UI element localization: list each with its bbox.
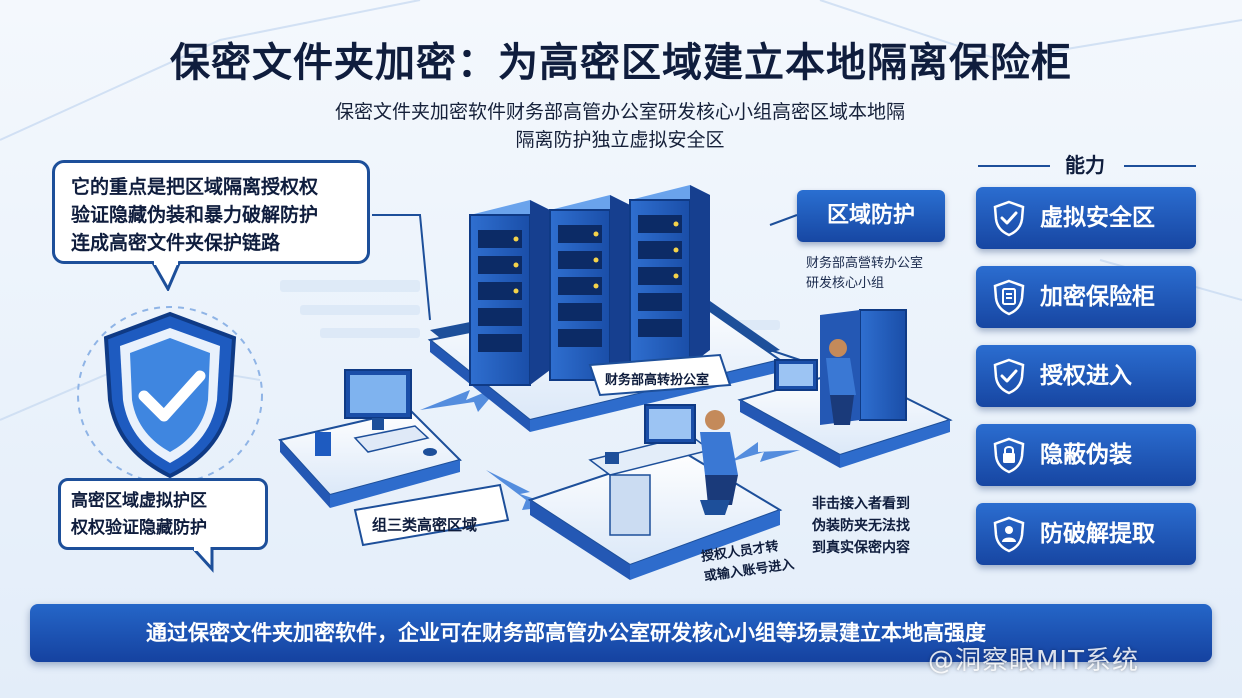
- group-platform-label: 组三类高密区域: [372, 516, 477, 534]
- shield-check-icon: [77, 306, 263, 484]
- group-platform-label-box: 组三类高密区域: [353, 483, 510, 547]
- server-platform-label: 财务部高转扮公室: [605, 372, 709, 388]
- bottom-banner: 通过保密文件夹加密软件，企业可在财务部高管办公室研发核心小组等场景建立本地高强度: [30, 604, 1212, 662]
- capability-label: 授权进入: [1040, 363, 1132, 389]
- server-racks: [469, 185, 710, 386]
- server-platform-label-box: 财务部高转扮公室: [588, 353, 732, 397]
- capabilities-line-left: [978, 165, 1050, 167]
- shield-check-icon: [993, 200, 1025, 237]
- zone-protection-tag: 区域防护: [797, 190, 945, 242]
- capability-virtual-safe-zone: 虚拟安全区: [976, 187, 1196, 249]
- subtitle: 保密文件夹加密软件财务部高管办公室研发核心小组高密区域本地隔 隔离防护独立虚拟安…: [290, 98, 950, 154]
- capability-encrypted-vault: 加密保险柜: [976, 266, 1196, 328]
- left-callout: 高密区域虚拟护区 权权验证隐藏防护: [58, 478, 268, 550]
- capability-hidden-disguise: 隐蔽伪装: [976, 424, 1196, 486]
- subtitle-line: 保密文件夹加密软件财务部高管办公室研发核心小组高密区域本地隔: [334, 101, 905, 123]
- user-shield-icon: [993, 516, 1025, 553]
- intruder-note-line: 伪装防夹无法找: [812, 518, 910, 534]
- zone-note-line: 财务部高營转办公室: [806, 256, 924, 271]
- bubble-line: 连成高密文件夹保护链路: [71, 232, 281, 254]
- zone-note: 财务部高營转办公室 研发核心小组: [806, 254, 956, 294]
- speech-bubble: 它的重点是把区域隔离授权权 验证隐藏伪装和暴力破解防护 连成高密文件夹保护链路: [52, 160, 370, 264]
- intruder-note-line: 到真实保密内容: [812, 540, 910, 556]
- shield-check-icon: [993, 358, 1025, 395]
- watermark: @洞察眼MIT系统: [928, 646, 1139, 676]
- zone-note-line: 研发核心小组: [806, 276, 885, 291]
- speech-bubble-tail: [150, 261, 182, 291]
- capability-anti-crack: 防破解提取: [976, 503, 1196, 565]
- callout-line: 高密区域虚拟护区: [71, 491, 207, 511]
- bubble-line: 验证隐藏伪装和暴力破解防护: [71, 204, 319, 226]
- left-workstation: [278, 369, 462, 508]
- group-workstation: [527, 404, 783, 580]
- bubble-line: 它的重点是把区域隔离授权权: [71, 176, 319, 198]
- shield-lock-icon: [993, 437, 1025, 474]
- capability-label: 隐蔽伪装: [1040, 442, 1132, 468]
- capability-authorized-access: 授权进入: [976, 345, 1196, 407]
- encrypted-file-icon: [993, 279, 1025, 316]
- capabilities-line-right: [1124, 165, 1196, 167]
- intruder-note-line: 非击接入者看到: [812, 496, 910, 512]
- capability-label: 虚拟安全区: [1040, 205, 1155, 231]
- right-workstation: [737, 309, 953, 468]
- capability-label: 防破解提取: [1040, 521, 1155, 547]
- capability-label: 加密保险柜: [1040, 284, 1155, 310]
- capabilities-title: 能力: [1065, 153, 1105, 177]
- subtitle-line: 隔离防护独立虚拟安全区: [515, 129, 725, 151]
- callout-tail: [190, 547, 214, 573]
- callout-line: 权权验证隐藏防护: [71, 518, 207, 538]
- intruder-note: 非击接入者看到 伪装防夹无法找 到真实保密内容: [812, 493, 972, 559]
- page-title: 保密文件夹加密：为高密区域建立本地隔离保险柜: [170, 40, 1072, 86]
- network-illustration: 财务部高转扮公室 组三类高密区域: [278, 185, 953, 580]
